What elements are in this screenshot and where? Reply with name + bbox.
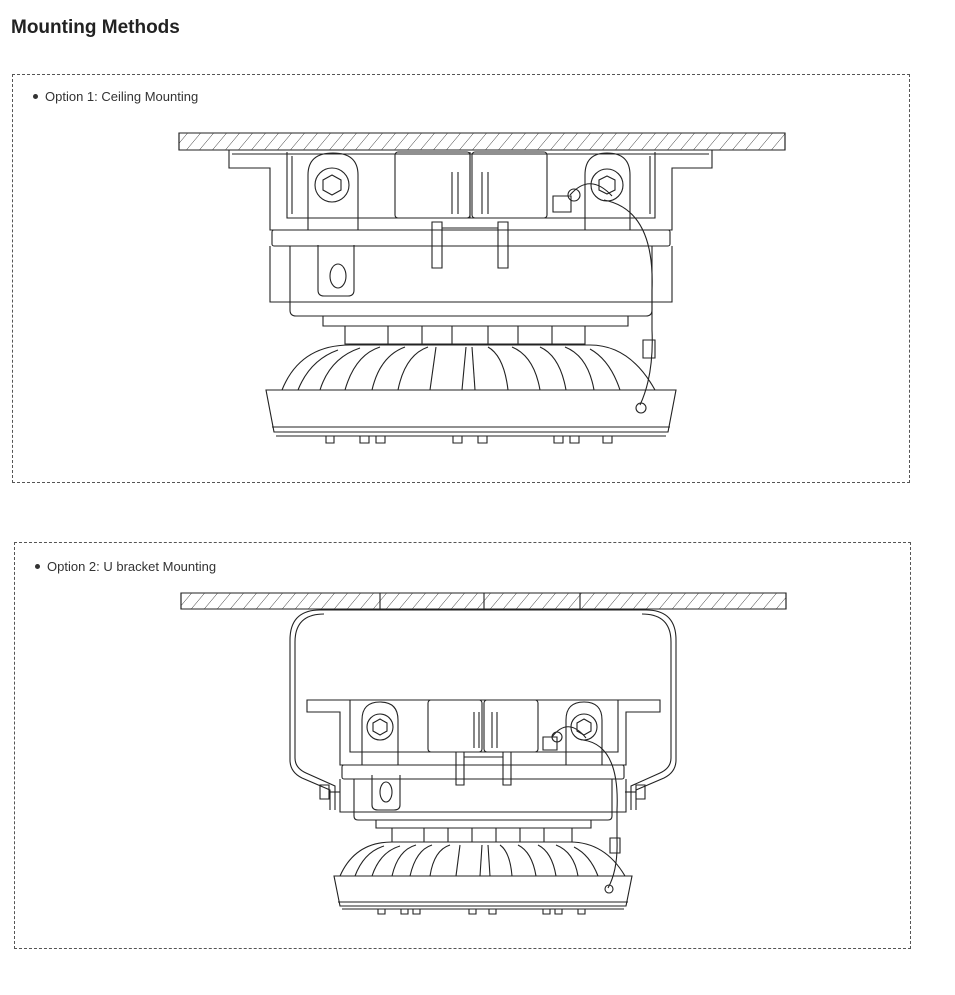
bullet-icon [35, 564, 40, 570]
option-2-label: Option 2: U bracket Mounting [47, 559, 217, 574]
center-clips [432, 172, 508, 268]
mounting-flange [307, 700, 660, 765]
option-1-item: Option 1: Ceiling Mounting [33, 89, 198, 104]
u-bracket [290, 610, 676, 810]
u-bracket-mounting-panel: Option 2: U bracket Mounting [14, 542, 911, 949]
bottom-bolts [326, 436, 612, 443]
lens-ring [334, 876, 632, 909]
left-mounting-lug [308, 153, 358, 296]
option-2-item: Option 2: U bracket Mounting [35, 559, 216, 574]
ceiling-plate [179, 133, 785, 150]
bullet-icon [33, 94, 38, 100]
page-title: Mounting Methods [11, 17, 180, 38]
bottom-bolts [378, 909, 585, 914]
lens-ring [266, 390, 676, 436]
right-mounting-lug [543, 702, 602, 765]
housing-body [340, 765, 626, 842]
center-clips [456, 712, 511, 785]
option-1-label: Option 1: Ceiling Mounting [45, 89, 199, 104]
heat-sink-fins [340, 842, 625, 876]
ceiling-plate [181, 593, 786, 609]
safety-cable [583, 740, 617, 888]
housing-body [270, 230, 672, 344]
left-mounting-lug [362, 702, 400, 810]
ceiling-mounting-drawing [170, 125, 795, 455]
heat-sink-fins [282, 345, 655, 390]
u-bracket-mounting-drawing [170, 585, 795, 920]
ceiling-mounting-panel: Option 1: Ceiling Mounting [12, 74, 910, 483]
driver-box [287, 152, 655, 218]
